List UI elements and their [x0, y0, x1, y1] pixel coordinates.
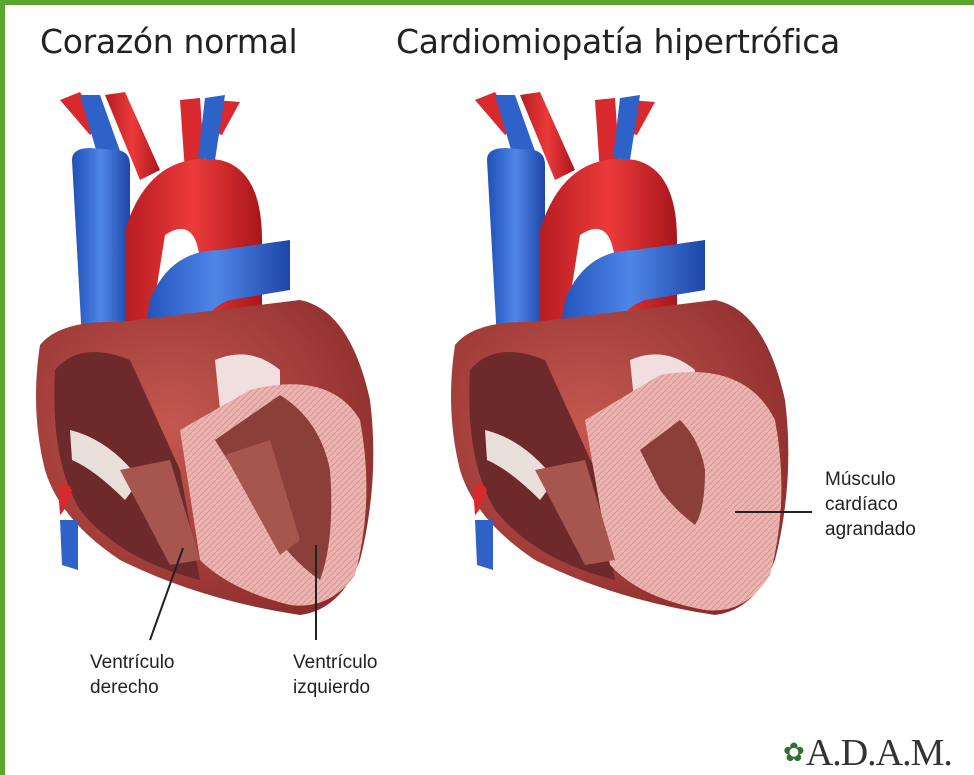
label-right-ventricle-line2: derecho — [90, 675, 175, 700]
label-enlarged-muscle-line1: Músculo — [825, 467, 916, 492]
adam-logo-text: A.D.A.M. — [806, 732, 952, 774]
hypertrophic-heart — [451, 92, 788, 615]
label-enlarged-muscle-line2: cardíaco — [825, 492, 916, 517]
label-right-ventricle: Ventrículo derecho — [90, 650, 175, 700]
adam-logo: ✿A.D.A.M. — [783, 731, 952, 775]
label-enlarged-muscle-line3: agrandado — [825, 517, 916, 542]
label-enlarged-heart-muscle: Músculo cardíaco agrandado — [825, 467, 916, 542]
normal-heart — [36, 92, 373, 615]
label-right-ventricle-line1: Ventrículo — [90, 650, 175, 675]
label-left-ventricle-line2: izquierdo — [293, 675, 378, 700]
leaf-icon: ✿ — [783, 738, 804, 768]
label-left-ventricle-line1: Ventrículo — [293, 650, 378, 675]
label-left-ventricle: Ventrículo izquierdo — [293, 650, 378, 700]
